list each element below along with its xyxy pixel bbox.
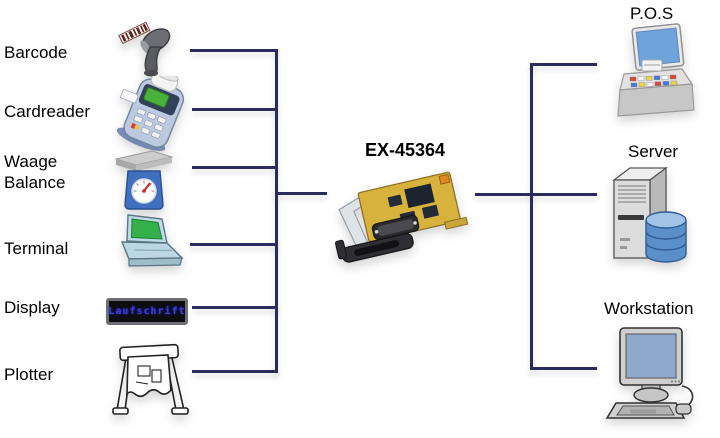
label-waage-balance: Waage Balance — [4, 151, 65, 193]
laptop-terminal-icon — [120, 214, 184, 267]
serial-card-icon — [335, 171, 469, 263]
label-balance-line2: Balance — [4, 173, 66, 192]
connector-card-to-bus — [475, 193, 597, 196]
desktop-computer-icon — [605, 327, 694, 419]
label-server: Server — [628, 142, 679, 161]
label-workstation: Workstation — [604, 299, 694, 318]
connector-pos — [530, 63, 597, 66]
plotter-icon — [112, 343, 189, 415]
connector-plotter — [192, 370, 278, 373]
led-display-text: Laufschrift — [108, 306, 186, 317]
label-waage-line1: Waage — [4, 152, 58, 171]
card-reader-icon — [116, 76, 185, 151]
connector-waage — [192, 166, 278, 169]
led-display-icon: Laufschrift — [106, 298, 188, 325]
label-pos: P.O.S — [630, 4, 674, 23]
server-database-icon — [612, 166, 687, 263]
barcode-scanner-icon — [118, 21, 171, 77]
connector-display — [192, 306, 278, 309]
label-terminal: Terminal — [4, 239, 69, 258]
label-plotter: Plotter — [4, 365, 54, 384]
label-barcode: Barcode — [4, 43, 68, 62]
connector-barcode — [190, 49, 278, 52]
label-display: Display — [4, 298, 60, 317]
weighing-scale-icon — [114, 150, 174, 210]
bus-left-vertical — [275, 49, 278, 373]
connector-bus-to-card — [275, 192, 327, 195]
connector-terminal — [190, 243, 278, 246]
pos-cash-register-icon — [617, 23, 695, 117]
product-title: EX-45364 — [364, 140, 446, 160]
connector-workstation — [530, 367, 597, 370]
bus-right-vertical — [530, 63, 533, 370]
connector-cardreader — [192, 108, 278, 111]
label-cardreader: Cardreader — [4, 102, 90, 121]
